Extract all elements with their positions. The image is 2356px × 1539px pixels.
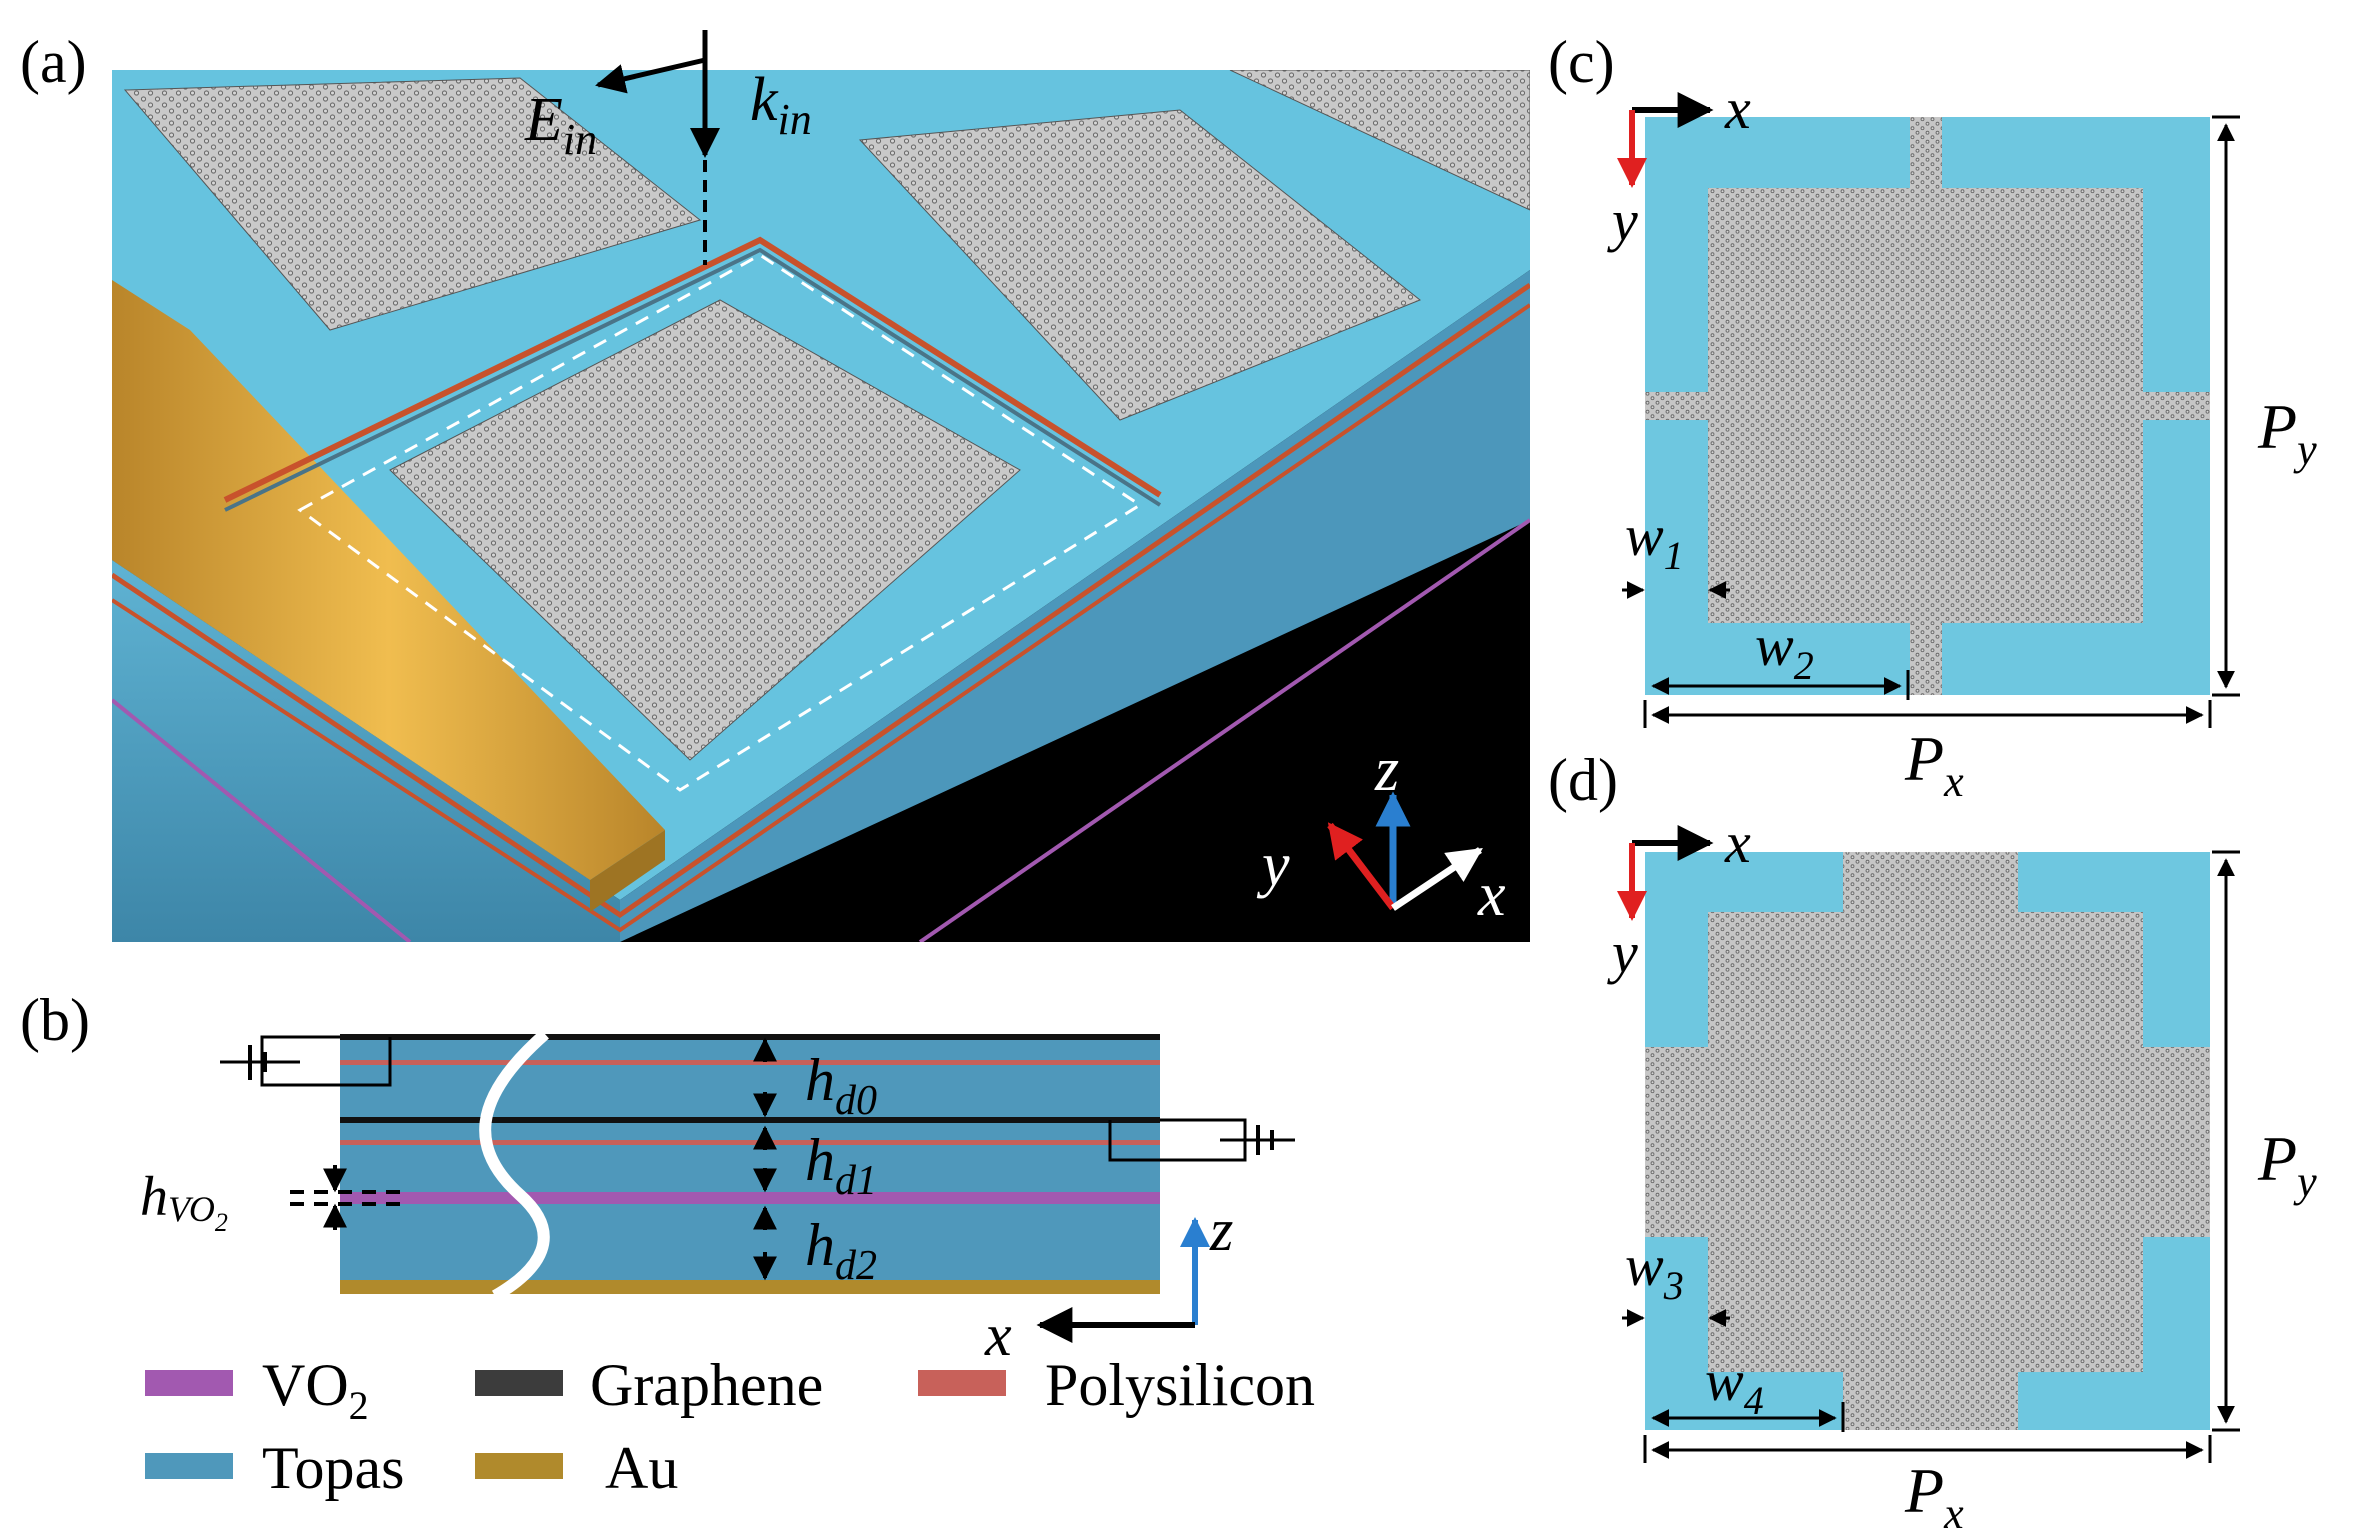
vo2-edge-line-left (112, 698, 412, 942)
c-w1-label: w1 (1625, 503, 1684, 578)
d-x-axis-label: x (1724, 810, 1751, 875)
au-ground-layer (340, 1280, 1160, 1294)
graphene-layer-top (340, 1034, 1160, 1040)
vo2-edge-line-right (918, 518, 1530, 942)
gold-electrode-side (590, 830, 665, 912)
c-graphene-bridge-top (1910, 117, 1942, 188)
panel-a-label: (a) (20, 29, 87, 95)
bias-circuit-top-loop (260, 1035, 392, 1087)
a-x-axis-label: x (1477, 861, 1506, 929)
legend-swatch-au (475, 1453, 563, 1479)
k-vector-label: kin (750, 66, 812, 144)
a-x-axis-arrow (1391, 847, 1483, 911)
panel-a: (a) (20, 29, 1530, 942)
b-z-axis-label: z (1209, 1197, 1233, 1263)
d-y-axis-label: y (1607, 920, 1638, 985)
incident-wave: Ein kin (524, 30, 812, 265)
d-graphene-cross-patch (1645, 852, 2210, 1430)
c-y-axis-label: y (1607, 188, 1638, 253)
h-vo2-label: hVO2 (140, 1166, 228, 1237)
polysilicon-layer-middle (340, 1140, 1160, 1145)
polysilicon-edge-line-2 (112, 303, 1530, 933)
bias-circuit-middle-loop (1108, 1118, 1247, 1162)
graphene-layer-middle (340, 1117, 1160, 1123)
a-y-axis-label: y (1256, 831, 1290, 899)
h-d1-label: hd1 (805, 1127, 877, 1204)
a-y-axis-arrow (1327, 822, 1396, 911)
h-d2-label: hd2 (805, 1212, 877, 1289)
legend-swatch-topas (145, 1453, 233, 1479)
legend-swatch-graphene (475, 1370, 563, 1396)
panel-b-label: (b) (20, 987, 90, 1053)
b-x-axis-label: x (984, 1302, 1012, 1368)
polysilicon-edge-line (112, 282, 1530, 919)
legend-swatch-vo2 (145, 1370, 233, 1396)
topas-stack (340, 1037, 1160, 1292)
legend-label-au: Au (605, 1435, 678, 1501)
panel-c-label: (c) (1548, 29, 1615, 95)
unit-cell-top-edge-shadow (224, 247, 1162, 512)
graphene-patch-far-right (1229, 70, 1530, 211)
legend-label-graphene: Graphene (590, 1352, 823, 1418)
c-px-label: Px (1904, 723, 1964, 806)
legend-label-vo2: VO2 (262, 1352, 369, 1428)
graphene-patch-back-left (123, 77, 702, 331)
legend-label-polysilicon: Polysilicon (1045, 1352, 1315, 1418)
panel-d: (d) x y Py Px w4 w3 (1548, 747, 2317, 1538)
d-px-label: Px (1904, 1455, 1964, 1538)
c-w2-label: w2 (1755, 613, 1814, 688)
legend: VO2 Graphene Polysilicon Topas Au (145, 1352, 1315, 1501)
legend-label-topas: Topas (262, 1435, 404, 1501)
c-graphene-bridge-bottom (1910, 623, 1942, 695)
unit-cell-top-edge (223, 236, 1162, 503)
polysilicon-layer-top (340, 1060, 1160, 1065)
panel-a-render (112, 70, 1530, 942)
panel-c: (c) x y Py Px w2 w1 (1548, 29, 2317, 806)
vo2-layer (340, 1192, 1160, 1204)
graphene-patch-back-right (858, 109, 1421, 421)
h-d0-label: hd0 (805, 1047, 877, 1124)
a-z-axis-label: z (1374, 736, 1399, 804)
legend-swatch-polysilicon (918, 1370, 1006, 1396)
c-graphene-bridge-right (2143, 392, 2210, 420)
c-x-axis-label: x (1724, 76, 1751, 141)
d-w3-label: w3 (1625, 1233, 1684, 1308)
graphene-patch-center (389, 299, 1021, 761)
d-w4-label: w4 (1705, 1348, 1764, 1423)
panel-a-axis-triad: z y x (1256, 736, 1506, 929)
break-mark (479, 1029, 550, 1302)
panel-b: (b) hd0 hd1 hd2 hVO2 (20, 987, 1295, 1368)
d-py-label: Py (2257, 1123, 2317, 1206)
gold-electrode (112, 280, 665, 880)
e-field-label: Ein (524, 86, 597, 164)
c-graphene-bridge-left (1645, 392, 1708, 420)
panel-d-label: (d) (1548, 747, 1618, 813)
c-py-label: Py (2257, 391, 2317, 474)
c-graphene-patch (1708, 188, 2143, 623)
e-field-arrow (595, 57, 706, 94)
